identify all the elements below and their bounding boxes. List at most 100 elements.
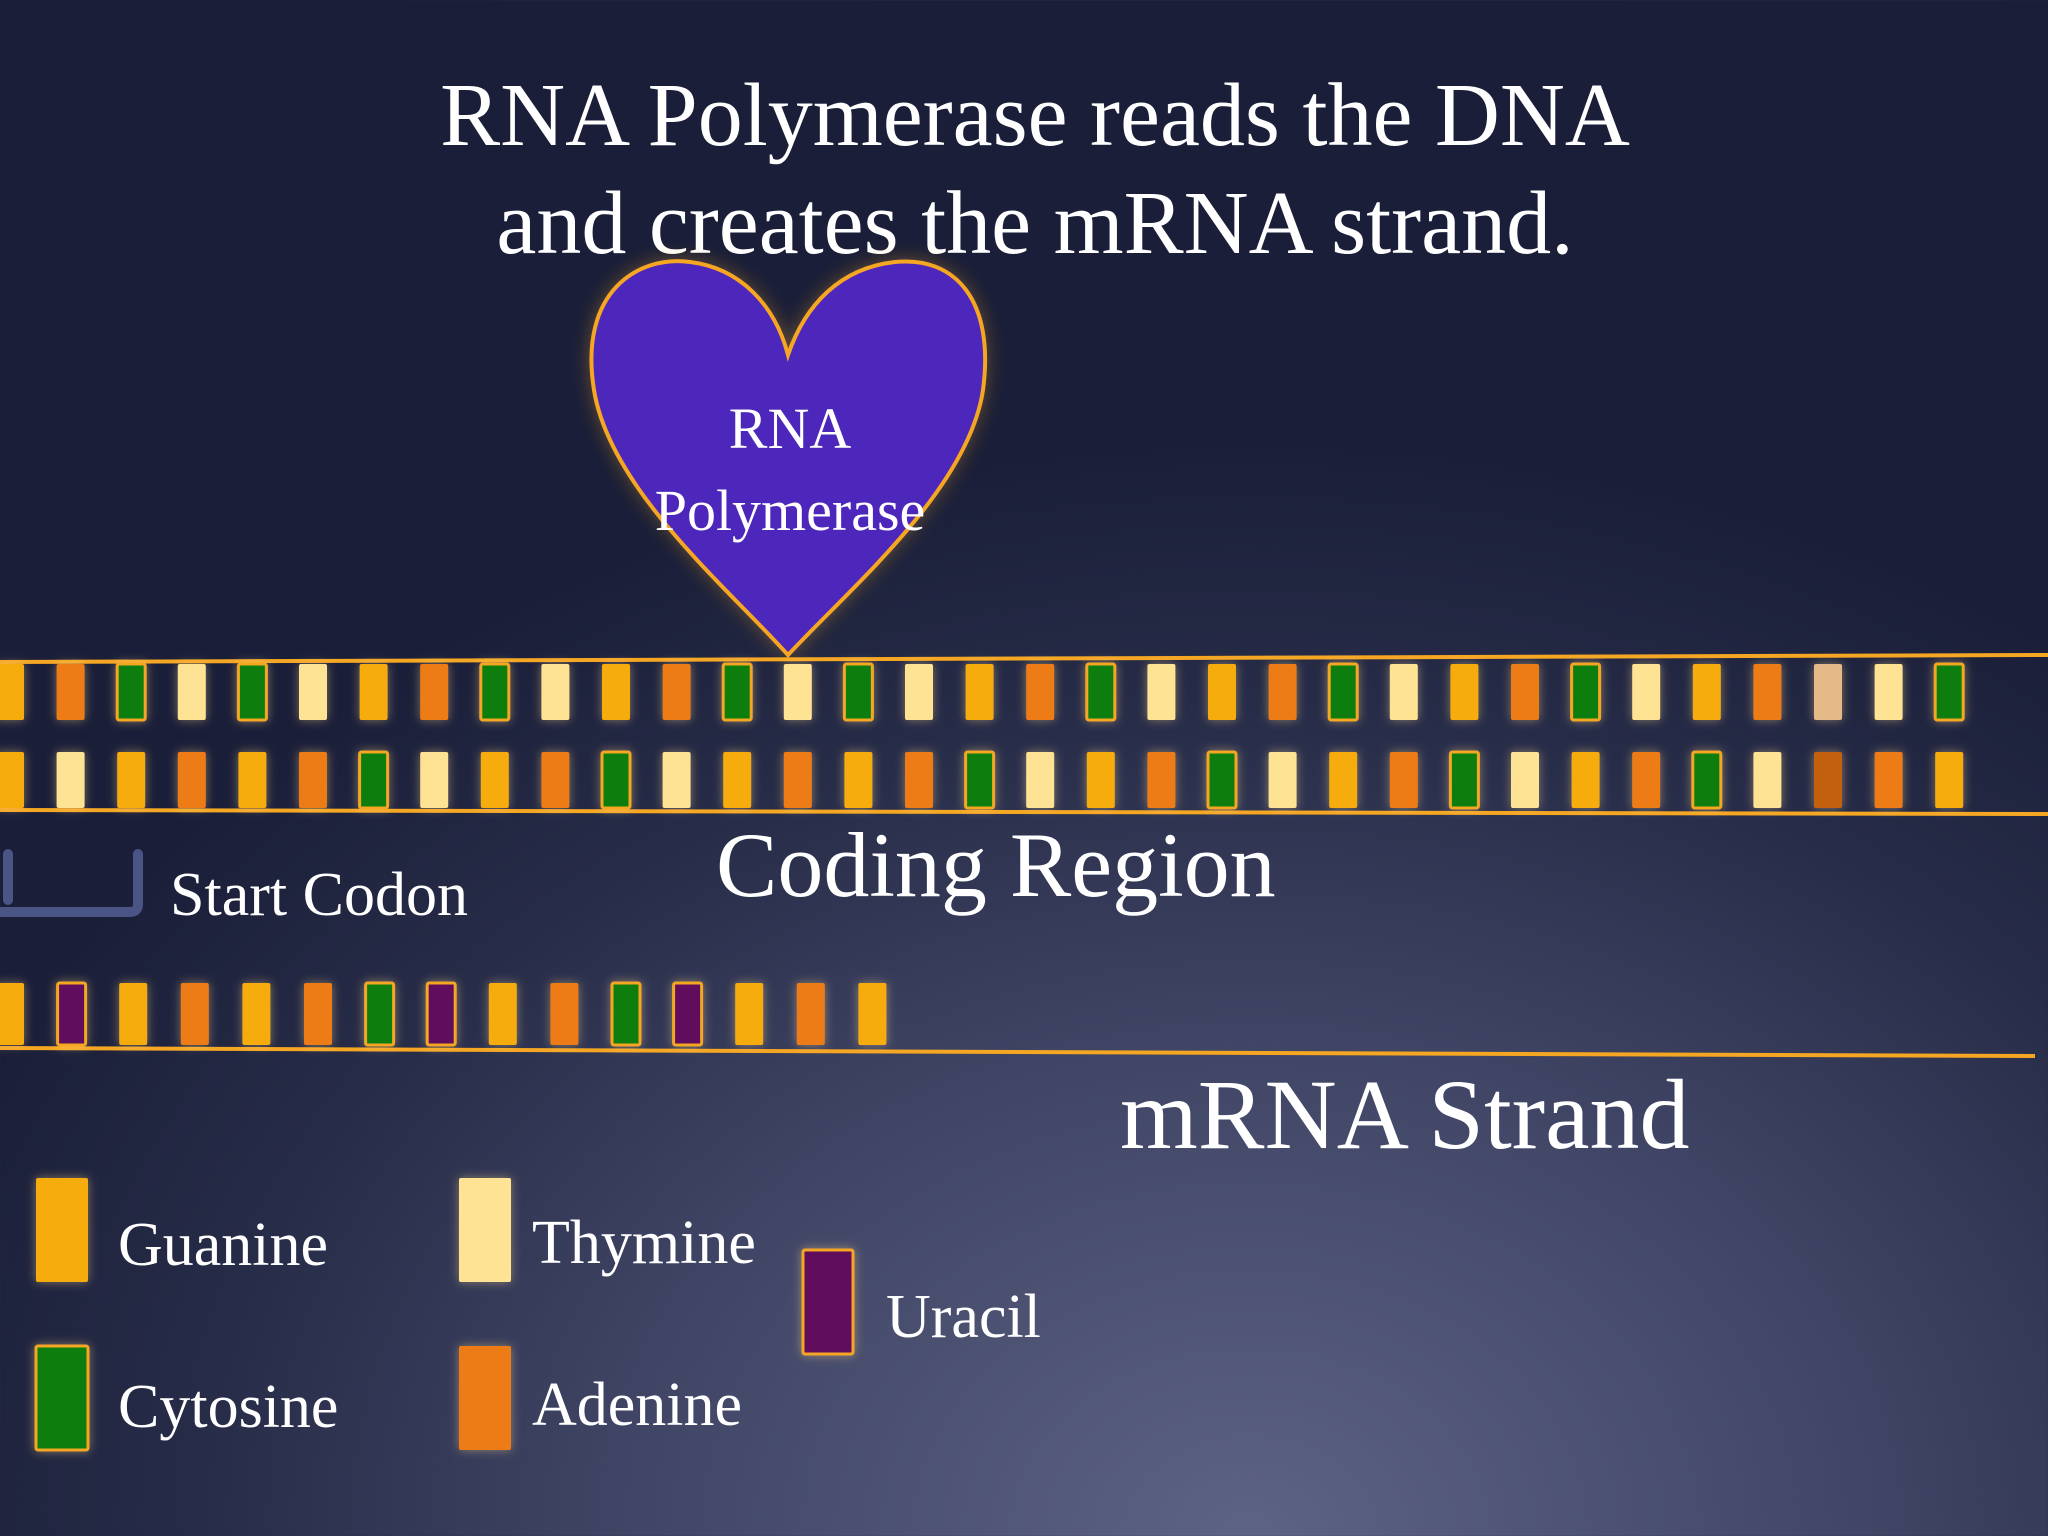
legend-label-uracil: Uracil <box>886 1283 1041 1351</box>
dna-top-bases <box>0 662 1965 722</box>
dna-top-base-thymine <box>905 664 933 720</box>
dna-bottom-base-adenine <box>1389 752 1418 808</box>
dna-bottom-base-adenine <box>905 752 933 808</box>
mrna-base-guanine <box>488 983 517 1045</box>
dna-top-base-cytosine <box>236 662 268 722</box>
legend-swatch-uracil <box>801 1248 855 1356</box>
dna-bottom-base-adenine <box>1874 752 1903 808</box>
dna-bottom-base-cytosine <box>1206 750 1238 810</box>
legend-swatch-cytosine <box>34 1344 90 1452</box>
dna-top-base-cytosine <box>479 662 511 722</box>
dna-bottom-base-guanine <box>238 752 267 808</box>
mrna-base-guanine <box>735 983 764 1045</box>
dna-top-base-thymine <box>1874 664 1903 720</box>
dna-bottom-base-thymine <box>662 752 691 808</box>
mrna-strand-label: mRNA Strand <box>1120 1059 1690 1170</box>
dna-top-strand-line <box>0 653 2048 664</box>
dna-top-base-cytosine <box>842 662 874 722</box>
dna-bottom-base-guanine <box>480 752 509 808</box>
coding-region-label: Coding Region <box>716 814 1276 916</box>
dna-top-base-adenine <box>1753 664 1782 720</box>
dna-bottom-base-cytosine <box>1448 750 1480 810</box>
dna-bottom-base-thymine <box>1753 752 1782 808</box>
dna-top-base-adenine <box>662 664 691 720</box>
title-line-1: RNA Polymerase reads the DNA <box>440 66 1630 165</box>
rna-polymerase-label: RNA Polymerase <box>560 388 1020 552</box>
mrna-base-cytosine <box>364 981 396 1047</box>
mrna-strand-line <box>0 1046 2036 1058</box>
dna-bottom-base-guanine <box>1329 752 1358 808</box>
mrna-base-guanine <box>242 983 271 1045</box>
dna-top-base-guanine <box>0 664 24 720</box>
slide-title: RNA Polymerase reads the DNA and creates… <box>0 62 2048 278</box>
legend-label-guanine: Guanine <box>118 1211 329 1279</box>
mrna-base-guanine <box>0 983 24 1045</box>
title-line-2: and creates the mRNA strand. <box>496 174 1574 273</box>
legend-label-thymine: Thymine <box>532 1209 756 1277</box>
dna-bottom-base-thymine <box>1511 752 1539 808</box>
dna-top-base-adenine <box>1268 664 1297 720</box>
dna-bottom-bases <box>0 750 1964 810</box>
dna-top-base-guanine <box>1692 664 1721 720</box>
legend-swatch-thymine <box>459 1178 511 1282</box>
dna-top-base-cytosine <box>115 662 147 722</box>
dna-top-base-thymine <box>177 664 206 720</box>
dna-top-base-thymine <box>1389 664 1418 720</box>
dna-bottom-base-cytosine <box>1691 750 1723 810</box>
rna-polymerase-label-line-1: RNA <box>728 396 852 461</box>
dna-top-base-cytosine <box>1570 662 1602 722</box>
dna-top-base-guanine <box>1450 664 1479 720</box>
dna-bottom-base-guanine <box>1086 752 1115 808</box>
dna-top-base-thymine <box>1814 664 1842 720</box>
dna-bottom-base-adenine <box>177 752 206 808</box>
mrna-base-adenine <box>550 983 579 1045</box>
dna-bottom-base-guanine <box>117 752 146 808</box>
dna-top-base-guanine <box>359 664 388 720</box>
dna-bottom-base-thymine <box>56 752 85 808</box>
mrna-base-adenine <box>304 983 332 1045</box>
dna-top-base-adenine <box>1511 664 1539 720</box>
legend-label-cytosine: Cytosine <box>118 1373 339 1441</box>
dna-top-base-thymine <box>541 664 570 720</box>
dna-bottom-base-cytosine <box>964 750 996 810</box>
mrna-base-guanine <box>858 983 887 1045</box>
dna-bottom-base-guanine <box>1571 752 1600 808</box>
mrna-base-uracil <box>425 981 457 1047</box>
mrna-bases <box>0 981 887 1047</box>
dna-bottom-base-cytosine <box>358 750 390 810</box>
mrna-base-adenine <box>796 983 825 1045</box>
dna-top-base-cytosine <box>721 662 753 722</box>
start-codon-label: Start Codon <box>170 861 468 929</box>
dna-bottom-base-adenine <box>1814 752 1842 808</box>
dna-top-base-cytosine <box>1933 662 1965 722</box>
dna-bottom-base-thymine <box>1268 752 1297 808</box>
dna-top-base-thymine <box>783 664 812 720</box>
dna-top-base-thymine <box>1632 664 1661 720</box>
dna-bottom-base-adenine <box>541 752 570 808</box>
rna-polymerase-heart <box>589 259 988 658</box>
rna-polymerase-label-line-2: Polymerase <box>654 478 926 543</box>
dna-bottom-base-adenine <box>783 752 812 808</box>
dna-bottom-base-guanine <box>1935 752 1964 808</box>
dna-bottom-base-adenine <box>1632 752 1661 808</box>
dna-top-base-thymine <box>299 664 327 720</box>
mrna-base-guanine <box>119 983 148 1045</box>
dna-bottom-base-thymine <box>1026 752 1055 808</box>
legend-label-adenine: Adenine <box>532 1371 743 1439</box>
mrna-base-uracil <box>56 981 88 1047</box>
legend-swatches <box>34 1178 855 1452</box>
dna-top-base-adenine <box>1026 664 1055 720</box>
dna-top-base-adenine <box>420 664 449 720</box>
dna-top-base-guanine <box>965 664 994 720</box>
dna-bottom-base-guanine <box>844 752 873 808</box>
legend-swatch-adenine <box>459 1346 511 1450</box>
dna-bottom-base-guanine <box>0 752 24 808</box>
mrna-base-uracil <box>672 981 704 1047</box>
dna-bottom-strand-line <box>0 808 2048 816</box>
mrna-base-adenine <box>180 983 209 1045</box>
start-codon-bracket <box>0 849 143 917</box>
dna-bottom-base-thymine <box>420 752 449 808</box>
dna-top-base-cytosine <box>1085 662 1117 722</box>
dna-bottom-base-guanine <box>723 752 752 808</box>
